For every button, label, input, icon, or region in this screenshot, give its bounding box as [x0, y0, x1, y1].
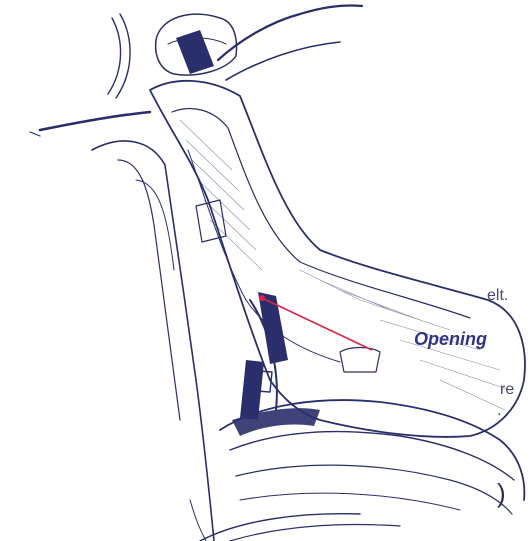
callout-label-opening: Opening — [414, 329, 487, 350]
cropped-text-fragment: re — [500, 381, 514, 399]
tether-strap — [40, 112, 150, 130]
vehicle-seat-outline — [92, 141, 214, 541]
cropped-text-fragment: ) — [497, 478, 506, 509]
cropped-text-fragment: elt. — [487, 287, 508, 305]
callout-dot — [259, 295, 265, 301]
shoulder-strap-top — [176, 30, 214, 74]
cropped-text-fragment: . — [497, 402, 501, 420]
child-seat-shell — [150, 81, 525, 437]
